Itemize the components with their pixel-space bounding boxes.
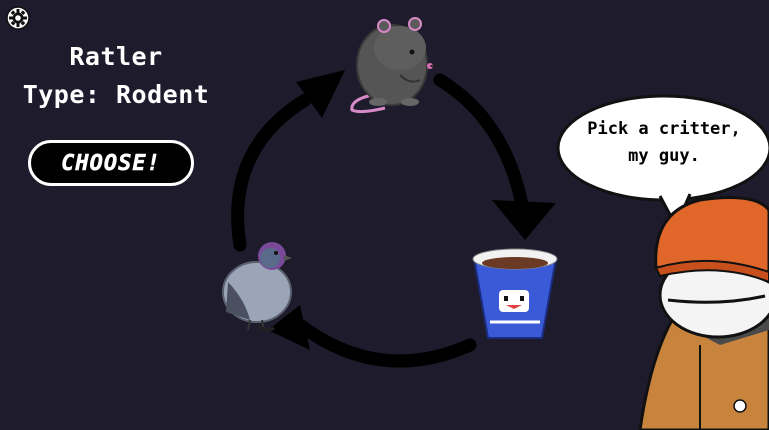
critter-type: Type: Rodent [22,80,210,109]
arrow-rat-to-cup [433,73,529,212]
speech-line-1: Pick a critter, [587,119,741,139]
choose-button[interactable]: CHOOSE! [28,140,194,186]
speech-bubble [556,94,769,230]
arrow-head-pigeon [268,305,310,350]
gear-icon [6,6,30,30]
arrow-heads [268,70,556,350]
critter-name: Ratler [69,42,163,71]
pigeon-critter[interactable] [222,242,292,332]
choose-button-label: CHOOSE! [61,150,161,176]
arrow-head-cup [492,200,556,240]
arrow-cup-to-pigeon [293,318,477,368]
rat-critter[interactable] [350,17,445,114]
speech-text: Pick a critter, my guy. [560,116,768,170]
cycle-arrows [231,73,529,368]
settings-button[interactable] [5,5,31,31]
arrow-pigeon-to-rat [231,93,312,252]
speech-line-2: my guy. [628,146,700,166]
guy-character [638,196,769,430]
cup-critter[interactable] [472,248,558,339]
critter-info: Ratler Type: Rodent [0,38,232,114]
arrow-head-rat [296,70,345,118]
